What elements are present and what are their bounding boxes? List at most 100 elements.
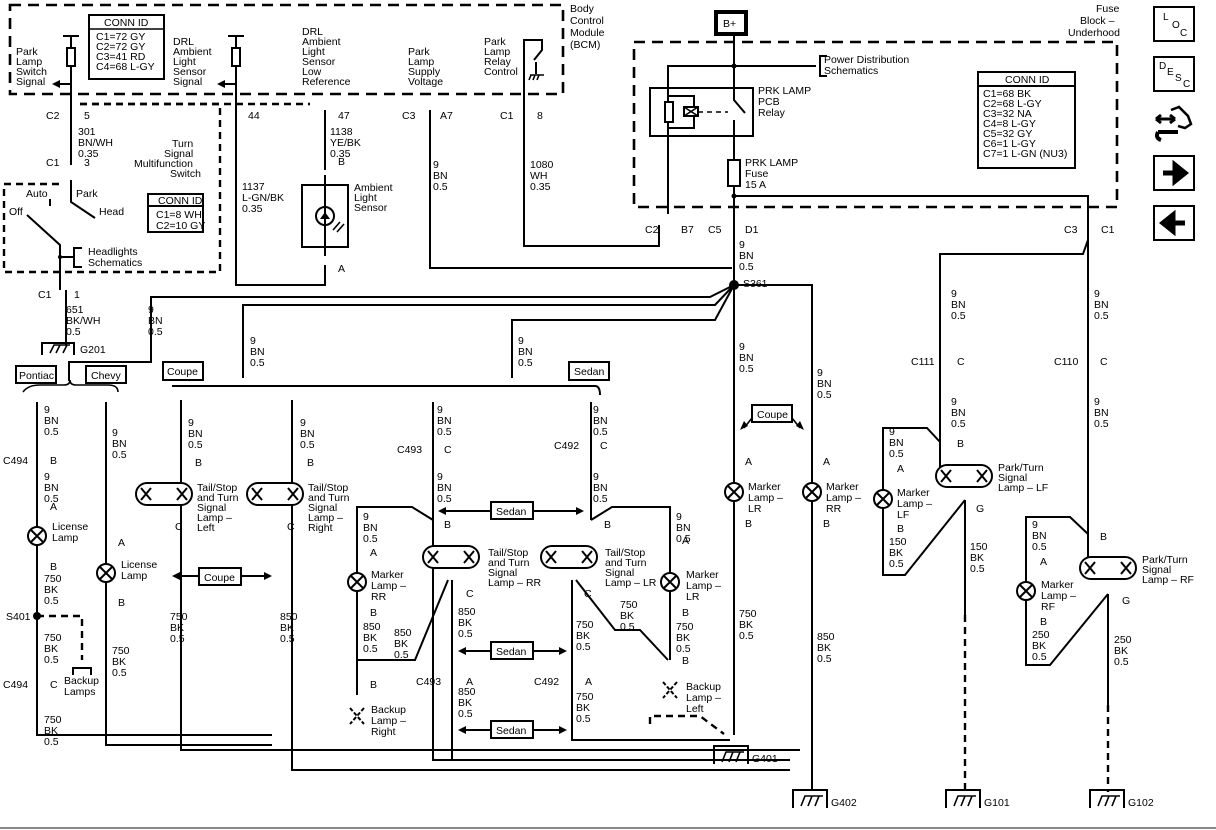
svg-text:Lamp: Lamp <box>484 46 510 58</box>
pin-label: C2 <box>645 224 659 236</box>
svg-text:Right: Right <box>308 522 333 534</box>
svg-text:150: 150 <box>970 541 988 553</box>
svg-text:C6=1 L-GY: C6=1 L-GY <box>983 138 1036 150</box>
svg-text:Coupe: Coupe <box>204 572 235 584</box>
pin-label: C <box>584 588 592 600</box>
pin-label: C2 <box>46 110 60 122</box>
option-chevy: Chevy <box>91 370 122 382</box>
pin-label: 47 <box>338 110 350 122</box>
svg-text:Left: Left <box>686 703 704 715</box>
svg-text:1138: 1138 <box>330 126 353 138</box>
svg-text:Lamp – LR: Lamp – LR <box>605 577 657 589</box>
svg-text:L-GN/BK: L-GN/BK <box>242 192 284 204</box>
pin-label: C <box>50 679 58 691</box>
svg-text:BN: BN <box>817 378 832 390</box>
pin-label: D1 <box>745 224 759 236</box>
svg-text:0.5: 0.5 <box>817 389 832 401</box>
diagnostic-tool-icon[interactable] <box>1153 102 1195 144</box>
svg-text:RF: RF <box>1041 601 1055 613</box>
svg-text:BN: BN <box>676 522 691 534</box>
svg-text:BN: BN <box>593 415 608 427</box>
svg-text:G102: G102 <box>1128 797 1154 809</box>
svg-text:BN: BN <box>1032 530 1047 542</box>
bcm-module-outline <box>8 3 565 96</box>
svg-text:0.35: 0.35 <box>330 148 351 160</box>
wire-9bn-park-supply <box>429 110 732 269</box>
svg-text:Block –: Block – <box>1080 15 1115 27</box>
pin-label: B <box>195 457 202 469</box>
svg-text:C1=8 WH: C1=8 WH <box>156 209 202 221</box>
pin-label: A <box>1040 556 1047 568</box>
pin-label: A <box>897 463 904 475</box>
svg-text:0.5: 0.5 <box>112 449 127 461</box>
svg-text:750: 750 <box>620 599 638 611</box>
svg-text:850: 850 <box>817 631 835 643</box>
svg-text:Sedan: Sedan <box>496 646 527 658</box>
pin-label: C493 <box>416 676 441 688</box>
ground-g101-icon: G101 <box>945 789 1010 809</box>
power-distribution-ref[interactable]: Power Distribution <box>824 54 909 66</box>
svg-text:Sedan: Sedan <box>496 725 527 737</box>
pin-label: A <box>585 676 592 688</box>
svg-text:RR: RR <box>371 591 387 603</box>
pin-label: S361 <box>743 278 768 290</box>
svg-text:0.5: 0.5 <box>44 493 59 505</box>
tail-lamp-left-icon <box>135 482 193 506</box>
ground-g201-icon: G201 <box>41 342 106 356</box>
bplus-terminal: B+ <box>714 10 748 36</box>
pin-label: A <box>338 263 345 275</box>
svg-text:C1=68 BK: C1=68 BK <box>983 88 1031 100</box>
svg-text:Signal: Signal <box>308 502 337 514</box>
pin-label: B <box>897 523 904 535</box>
svg-text:B+: B+ <box>723 18 736 30</box>
sedan-arrow-1: Sedan <box>438 501 584 520</box>
coupe-arrow-right: Coupe <box>740 404 804 430</box>
svg-text:C2=68 L-GY: C2=68 L-GY <box>983 98 1042 110</box>
svg-text:BK: BK <box>112 656 126 668</box>
svg-text:Light: Light <box>302 46 325 58</box>
sedan-arrow-3: Sedan <box>458 720 567 739</box>
svg-text:Light: Light <box>354 192 377 204</box>
svg-text:Lamp –: Lamp – <box>686 580 721 592</box>
svg-text:Relay: Relay <box>758 107 786 119</box>
ground-g102-icon: G102 <box>1089 789 1154 809</box>
svg-text:Tail/Stop: Tail/Stop <box>605 547 645 559</box>
svg-text:250: 250 <box>1032 629 1050 641</box>
svg-text:9: 9 <box>437 471 443 483</box>
wire-bplus <box>733 34 746 114</box>
svg-text:Signal: Signal <box>605 567 634 579</box>
svg-text:1137: 1137 <box>242 181 265 193</box>
next-page-button[interactable] <box>1153 155 1195 191</box>
svg-text:9: 9 <box>1094 396 1100 408</box>
svg-text:0.5: 0.5 <box>44 595 59 607</box>
svg-text:9: 9 <box>1094 288 1100 300</box>
svg-text:Lamp: Lamp <box>408 56 434 68</box>
svg-text:0.5: 0.5 <box>66 326 81 338</box>
svg-text:BN: BN <box>44 482 59 494</box>
svg-text:750: 750 <box>676 621 694 633</box>
svg-text:BK: BK <box>620 610 634 622</box>
svg-text:750: 750 <box>576 691 594 703</box>
svg-text:Lamp –: Lamp – <box>371 715 406 727</box>
fuse-block-outline <box>632 40 1119 209</box>
previous-page-button[interactable] <box>1153 205 1195 241</box>
svg-text:Sensor: Sensor <box>302 56 336 68</box>
svg-text:9: 9 <box>300 417 306 429</box>
svg-text:Marker: Marker <box>826 481 859 493</box>
pin-label: C494 <box>3 679 28 691</box>
pin-label: C492 <box>554 440 579 452</box>
svg-text:Lamp – RR: Lamp – RR <box>488 577 542 589</box>
pin-label: B <box>682 607 689 619</box>
svg-text:0.5: 0.5 <box>576 641 591 653</box>
svg-text:0.5: 0.5 <box>576 713 591 725</box>
